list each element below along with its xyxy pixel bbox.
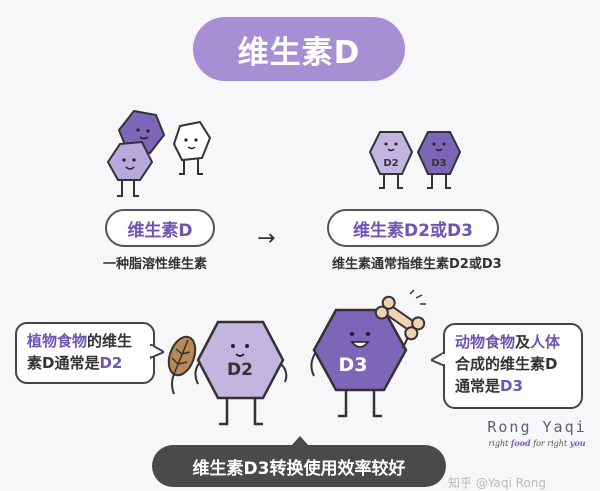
banner-pointer [291,436,309,446]
vitamin-d-pill: 维生素D [105,209,215,247]
conclusion-banner: 维生素D3转换使用效率较好 [152,445,446,487]
bubble-highlight-human-body: 人体 [530,333,561,351]
brand-tagline: right food for right you [482,438,592,448]
bone-icon [374,289,426,341]
vitamin-d-group-illustration [106,109,212,197]
tagline-text: for right [530,439,570,448]
arrow-right-icon: → [257,226,276,251]
tagline-you: you [569,438,586,448]
d3-character-label: D3 [338,354,368,376]
bubble-highlight-animal-food: 动物食物 [455,333,516,351]
vitamin-d2-d3-pill: 维生素D2或D3 [327,209,499,247]
bubble-tail [150,344,164,360]
bubble-tail [431,352,445,368]
vitamin-d-subtitle: 一种脂溶性维生素 [103,257,208,272]
bubble-text: 的维生 [87,332,133,350]
d2-character-label: D2 [227,360,253,380]
d2-d3-small-hexagons [368,131,462,189]
bubble-highlight-d3: D3 [500,377,523,395]
bubble-text: 素D通常是 [27,354,100,372]
page-title: 维生素D [193,17,405,81]
brand-logo: Rong Yaqi right food for right you [482,418,592,448]
watermark: 知乎 @Yaqi Rong [448,476,546,490]
tagline-food: food [510,438,531,448]
brand-name: Rong Yaqi [487,418,587,436]
bubble-highlight-d2: D2 [99,354,123,372]
small-hex-d2-label: D2 [383,158,399,169]
vitamin-d2-d3-subtitle: 维生素通常指维生素D2或D3 [332,257,502,272]
bubble-text: 合成的维生素D [455,355,558,373]
bubble-text: 通常是 [455,377,501,395]
tagline-text: right [488,439,511,448]
d2-character [194,320,288,426]
plant-food-bubble: 植物食物的维生 素D通常是D2 [15,322,155,384]
bubble-text: 及 [515,333,531,351]
animal-food-bubble: 动物食物及人体 合成的维生素D 通常是D3 [443,323,583,409]
bubble-highlight-plant-food: 植物食物 [27,332,88,350]
small-hex-d3-label: D3 [431,158,447,169]
leaf-icon [167,335,197,395]
